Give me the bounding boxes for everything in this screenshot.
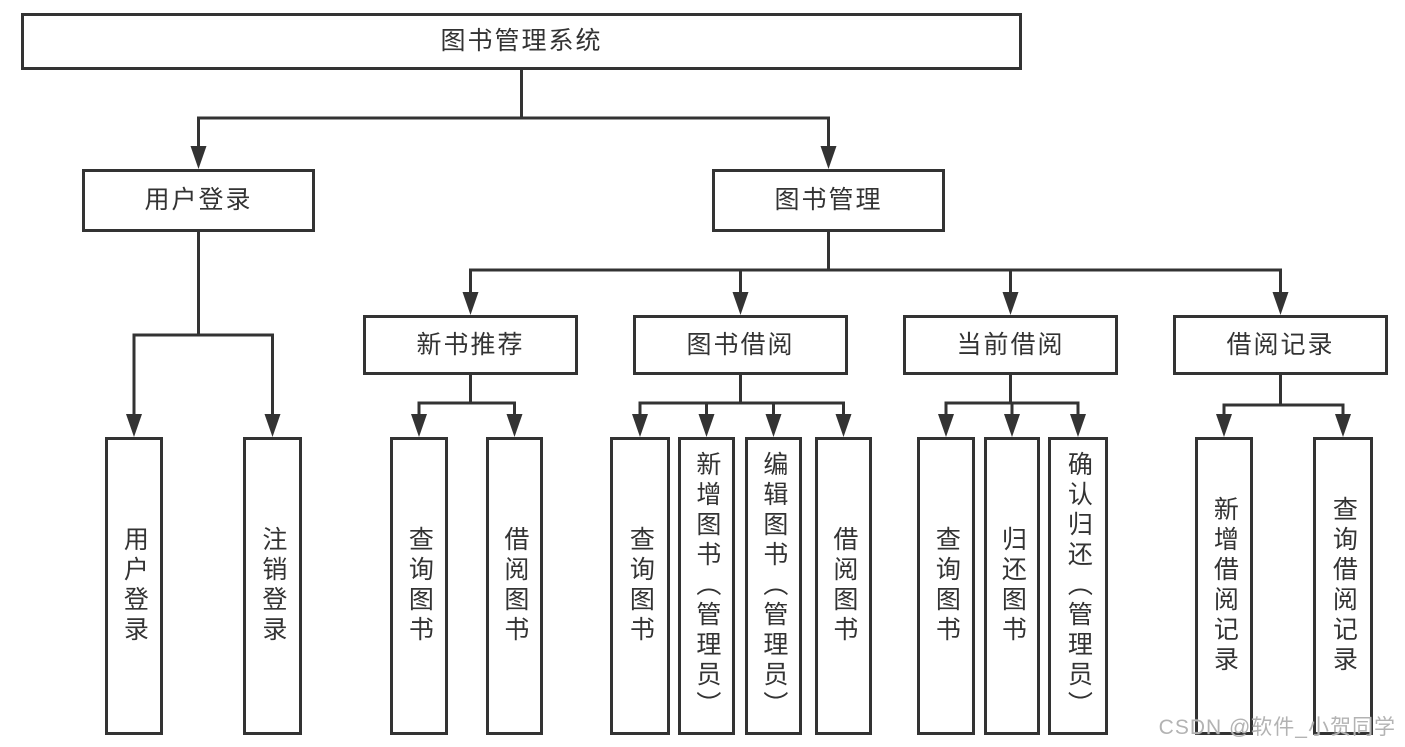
arrowhead-icon <box>698 414 715 437</box>
diagram-node-label: 编辑图书（管理员） <box>759 451 788 721</box>
diagram-node-leaf-bb-query: 查询图书 <box>610 437 670 735</box>
arrowhead-icon <box>765 414 782 437</box>
diagram-node-leaf-login: 用户登录 <box>105 437 163 735</box>
diagram-node-label: 查询图书 <box>405 526 434 646</box>
arrowhead-icon <box>1002 292 1019 315</box>
arrowhead-icon <box>190 146 207 169</box>
arrowhead-icon <box>835 414 852 437</box>
diagram-node-leaf-cb-return: 归还图书 <box>984 437 1040 735</box>
diagram-node-label: 注销登录 <box>258 526 287 646</box>
diagram-node-leaf-nb-query: 查询图书 <box>390 437 448 735</box>
diagram-node-label: 借阅记录 <box>1226 330 1335 359</box>
diagram-node-label: 用户登录 <box>144 186 253 215</box>
diagram-node-label: 图书管理 <box>774 186 883 215</box>
diagram-node-label: 图书借阅 <box>686 330 795 359</box>
diagram-node-leaf-rec-query: 查询借阅记录 <box>1313 437 1373 735</box>
diagram-node-leaf-bb-borrow: 借阅图书 <box>815 437 872 735</box>
arrowhead-icon <box>462 292 479 315</box>
diagram-node-label: 新增借阅记录 <box>1210 496 1239 676</box>
diagram-node-label: 当前借阅 <box>956 330 1065 359</box>
arrowhead-icon <box>1272 292 1289 315</box>
arrowhead-icon <box>1004 414 1020 437</box>
diagram-node-leaf-nb-borrow: 借阅图书 <box>486 437 543 735</box>
diagram-node-label: 查询图书 <box>932 526 961 646</box>
diagram-node-label: 查询借阅记录 <box>1329 496 1358 676</box>
diagram-node-label: 新增图书（管理员） <box>692 451 721 721</box>
diagram-node-label: 新书推荐 <box>416 330 525 359</box>
diagram-node-current: 当前借阅 <box>903 315 1118 375</box>
diagram-node-label: 图书管理系统 <box>440 27 603 56</box>
arrowhead-icon <box>938 414 954 437</box>
diagram-node-leaf-logout: 注销登录 <box>243 437 302 735</box>
diagram-node-label: 确认归还（管理员） <box>1064 451 1093 721</box>
diagram-node-label: 借阅图书 <box>829 526 858 646</box>
diagram-node-borrowing: 图书借阅 <box>633 315 848 375</box>
diagram-node-user-login: 用户登录 <box>82 169 315 232</box>
arrowhead-icon <box>1070 414 1086 437</box>
diagram-node-leaf-rec-add: 新增借阅记录 <box>1195 437 1253 735</box>
csdn-watermark: CSDN @软件_小贺同学 <box>1158 716 1396 739</box>
arrowhead-icon <box>506 414 523 437</box>
diagram-node-records: 借阅记录 <box>1173 315 1388 375</box>
arrowhead-icon <box>411 414 427 437</box>
arrowhead-icon <box>1335 414 1351 437</box>
diagram-node-label: 归还图书 <box>998 526 1027 646</box>
diagram-node-leaf-cb-confirm: 确认归还（管理员） <box>1048 437 1108 735</box>
diagram-node-root: 图书管理系统 <box>21 13 1022 70</box>
diagram-node-leaf-cb-query: 查询图书 <box>917 437 975 735</box>
diagram-node-book-mgmt: 图书管理 <box>712 169 945 232</box>
diagram-node-label: 借阅图书 <box>500 526 529 646</box>
arrowhead-icon <box>264 414 281 437</box>
arrowhead-icon <box>732 292 749 315</box>
diagram-node-new-books: 新书推荐 <box>363 315 578 375</box>
arrowhead-icon <box>632 414 648 437</box>
arrowhead-icon <box>126 414 142 437</box>
arrowhead-icon <box>820 146 837 169</box>
diagram-node-leaf-bb-edit: 编辑图书（管理员） <box>745 437 802 735</box>
arrowhead-icon <box>1216 414 1232 437</box>
diagram-node-label: 用户登录 <box>120 526 149 646</box>
diagram-node-label: 查询图书 <box>626 526 655 646</box>
diagram-node-leaf-bb-add: 新增图书（管理员） <box>678 437 735 735</box>
